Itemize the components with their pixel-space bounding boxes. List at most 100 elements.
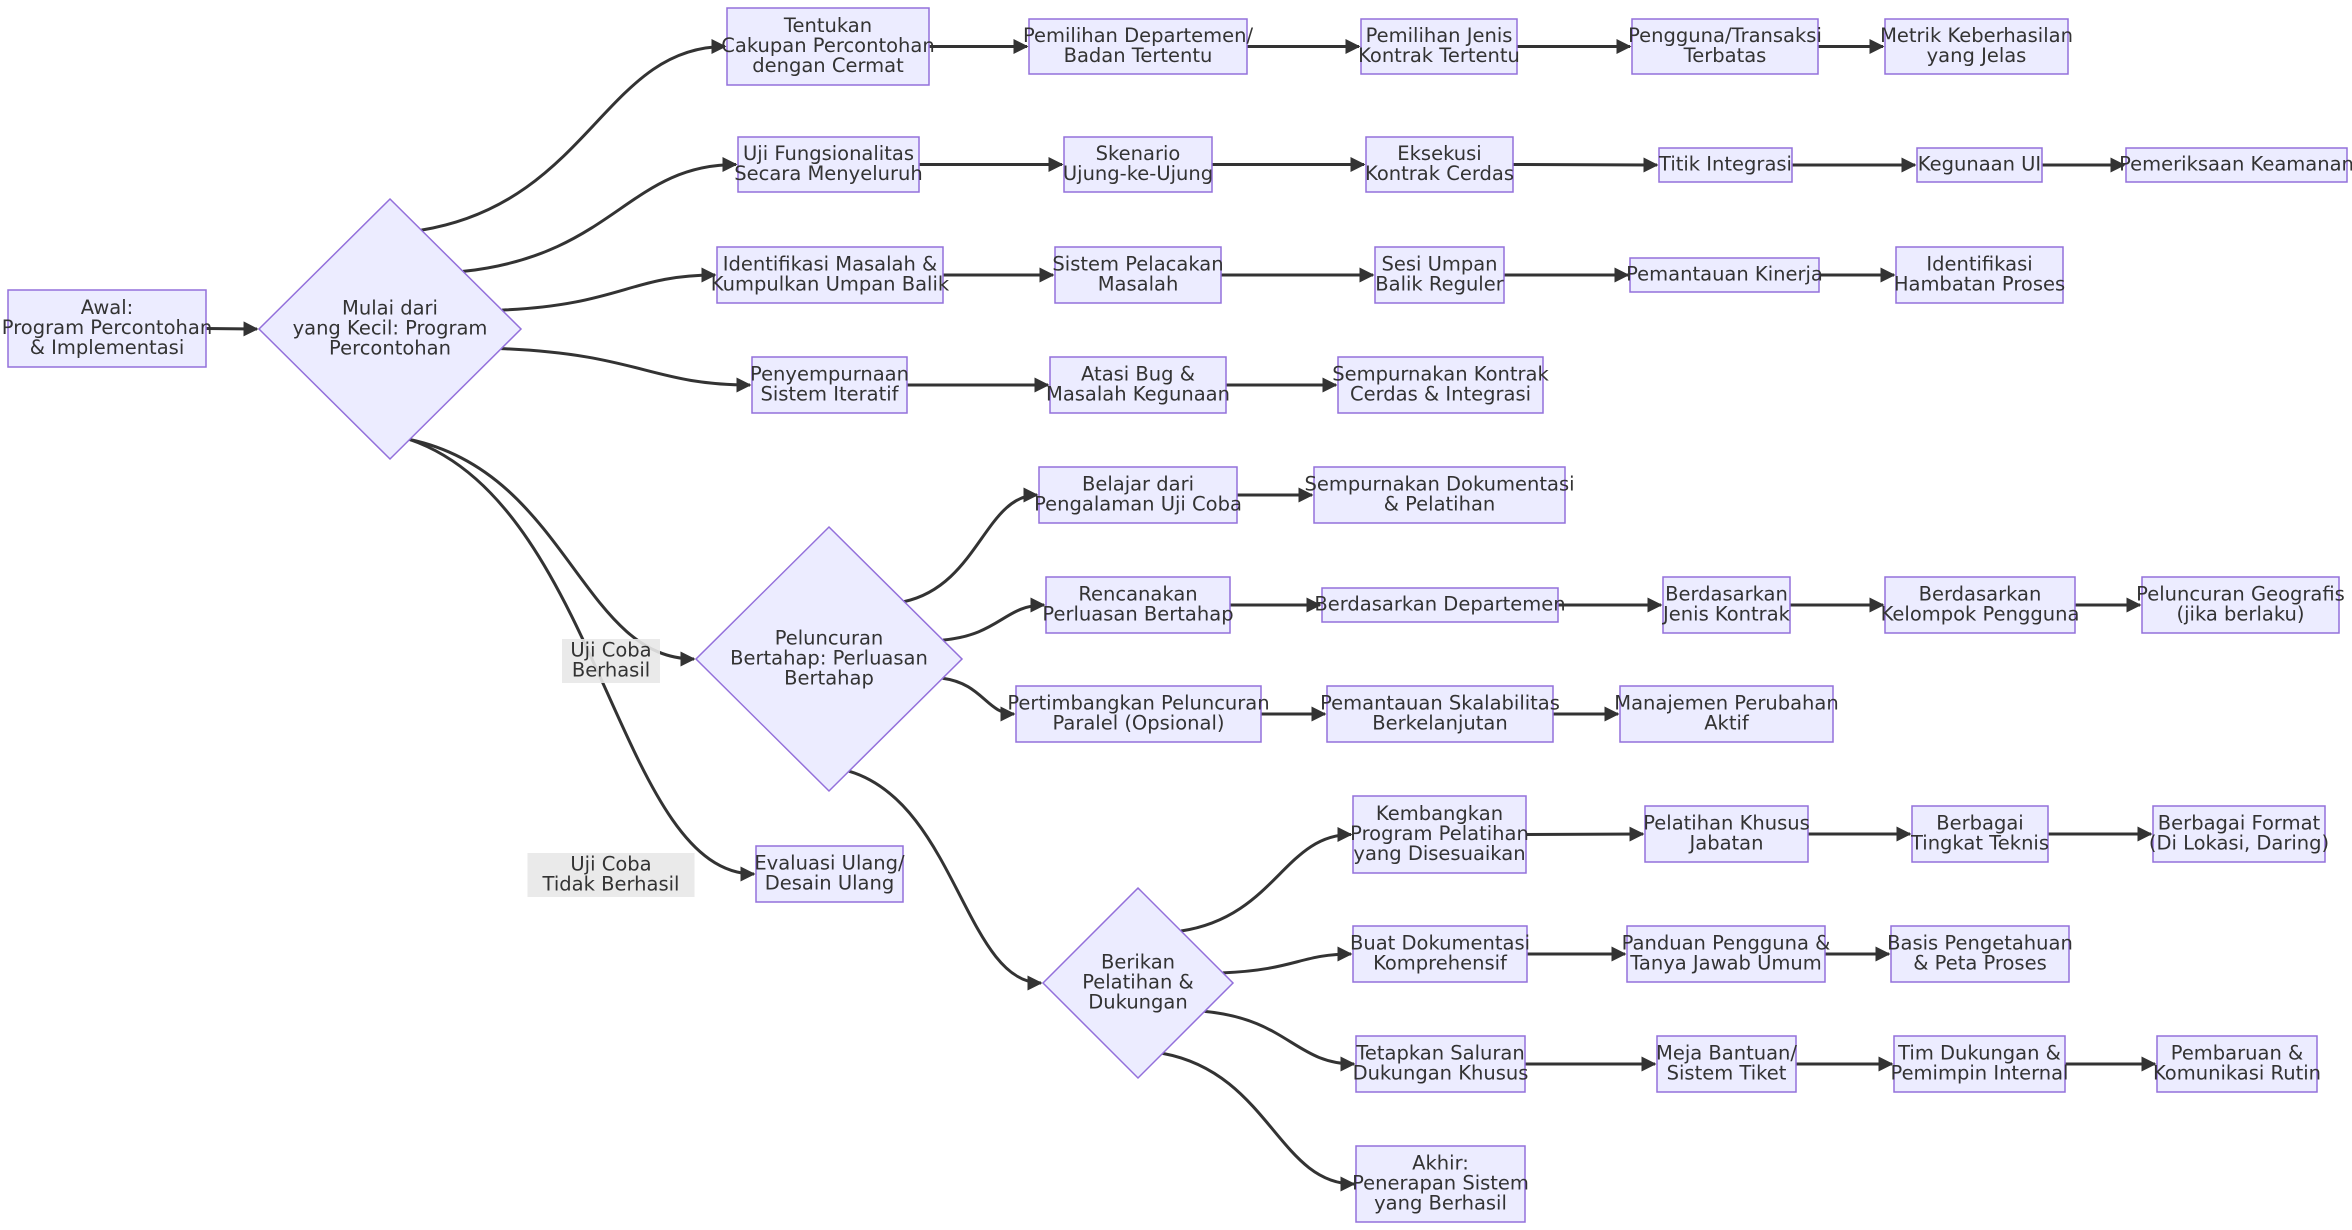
process-box	[1916, 147, 2043, 183]
node-label-line: Sempurnakan Kontrak	[1332, 363, 1549, 386]
process-box	[1884, 576, 2076, 634]
node-i3a: Meja Bantuan/Sistem Tiket	[1656, 1035, 1797, 1093]
process-box	[1360, 18, 1518, 75]
process-box	[1662, 576, 1791, 634]
node-label-line: Penerapan Sistem	[1352, 1172, 1529, 1195]
node-d5: Pemeriksaan Keamanan	[2119, 147, 2352, 183]
node-label-line: Berikan	[1101, 951, 1175, 974]
node-label-line: Tim Dukungan &	[1897, 1042, 2061, 1065]
node-label-line: Pemantauan Kinerja	[1626, 263, 1823, 286]
edge-label-line: Berhasil	[572, 659, 650, 682]
edge-g-to-g1	[942, 597, 1046, 642]
process-box	[1629, 257, 1820, 293]
node-label-line: Pemimpin Internal	[1891, 1062, 2069, 1085]
node-label-line: Jabatan	[1688, 832, 1764, 855]
node-label-line: Meja Bantuan/	[1656, 1042, 1797, 1065]
node-label-line: Mulai dari	[342, 297, 438, 320]
node-label-line: Pelatihan Khusus	[1643, 812, 1810, 835]
node-label: Awal:Program Percontohan& Implementasi	[2, 296, 212, 359]
process-box	[1326, 685, 1554, 743]
node-label-line: Pertimbangkan Peluncuran	[1007, 692, 1269, 715]
node-label-line: Masalah	[1098, 273, 1179, 296]
process-box	[1374, 246, 1505, 304]
edge-label-line: Tidak Berhasil	[542, 873, 680, 896]
node-label-line: yang Berhasil	[1374, 1192, 1507, 1215]
node-label: Berdasarkan Departemen	[1314, 593, 1565, 616]
edge-i-to-i2	[1222, 946, 1353, 975]
node-label-line: Komunikasi Rutin	[2153, 1062, 2321, 1085]
node-label-line: Pemilihan Jenis	[1366, 24, 1513, 47]
node-e3: Pemantauan Kinerja	[1626, 257, 1823, 293]
process-box	[1365, 136, 1514, 193]
decision-diamond	[694, 525, 964, 793]
process-box	[1893, 1035, 2066, 1093]
node-label-line: Kontrak Tertentu	[1358, 44, 1520, 67]
process-box	[1631, 18, 1819, 75]
edge-a-to-b	[205, 321, 259, 337]
node-label: Titik Integrasi	[1658, 153, 1792, 176]
node-label-line: Komprehensif	[1373, 952, 1508, 975]
node-g0a: Sempurnakan Dokumentasi& Pelatihan	[1304, 466, 1575, 524]
process-box	[1045, 576, 1231, 634]
node-label-line: Tentukan	[783, 14, 872, 37]
node-label: Atasi Bug &Masalah Kegunaan	[1046, 363, 1230, 406]
process-box	[1911, 805, 2049, 863]
node-label-line: Secara Menyeluruh	[734, 162, 922, 185]
process-box	[1313, 466, 1566, 524]
process-box	[1895, 246, 2064, 304]
node-label: Tim Dukungan &Pemimpin Internal	[1891, 1042, 2069, 1085]
node-label-line: & Peta Proses	[1913, 952, 2047, 975]
process-box	[1015, 685, 1262, 743]
edge-label-line: Uji Coba	[570, 853, 651, 876]
node-label-line: & Pelatihan	[1384, 493, 1496, 516]
node-label-line: Terbatas	[1683, 44, 1767, 67]
edge-i1-to-i1a	[1525, 826, 1645, 842]
node-label-line: Buat Dokumentasi	[1350, 932, 1530, 955]
node-label: Basis Pengetahuan& Peta Proses	[1887, 932, 2073, 975]
node-label-line: Pembaruan &	[2171, 1042, 2303, 1065]
node-label-line: Atasi Bug &	[1081, 363, 1195, 386]
node-label-line: Tetapkan Saluran	[1355, 1042, 1524, 1065]
node-i3c: Pembaruan &Komunikasi Rutin	[2153, 1035, 2321, 1093]
node-label-line: dengan Cermat	[752, 54, 904, 77]
process-box	[1321, 587, 1559, 623]
node-label-line: Jenis Kontrak	[1661, 603, 1791, 626]
nodes-layer: Awal:Program Percontohan& Implementasi Mu…	[2, 7, 2352, 1223]
node-label-line: Metrik Keberhasilan	[1880, 24, 2073, 47]
node-label: Pemilihan Departemen/Badan Tertentu	[1023, 24, 1254, 67]
node-d3: Titik Integrasi	[1658, 147, 1793, 183]
node-label-line: Ujung-ke-Ujung	[1063, 162, 1213, 185]
node-label-line: Manajemen Perubahan	[1614, 692, 1838, 715]
process-box	[2152, 805, 2326, 863]
node-label-line: Rencanakan	[1078, 583, 1197, 606]
